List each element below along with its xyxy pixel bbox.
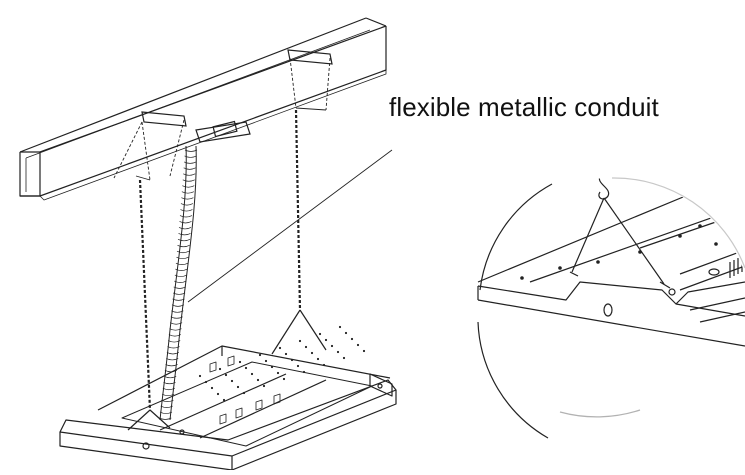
conduit-rib <box>163 381 176 385</box>
conduit-rib <box>175 268 188 271</box>
conduit-rib <box>168 340 181 343</box>
conduit-rib <box>168 334 182 337</box>
vent-hole <box>356 343 360 347</box>
conduit-rib <box>181 191 195 194</box>
vent-hole <box>210 386 214 390</box>
conduit-rib <box>165 364 178 367</box>
conduit-rib <box>180 209 193 212</box>
conduit-rib <box>167 346 180 349</box>
flexible-conduit <box>159 145 198 421</box>
vent-hole <box>244 366 248 370</box>
vent-hole <box>318 332 322 336</box>
vent-hole <box>242 391 246 395</box>
conduit-rib <box>175 262 189 266</box>
conduit-rib <box>176 256 189 260</box>
conduit-rib <box>174 280 187 283</box>
vent-hole <box>282 377 286 381</box>
light-fixture <box>59 345 397 471</box>
conduit-rib <box>182 185 195 188</box>
vent-hole <box>336 350 340 354</box>
vent-hole <box>270 365 274 369</box>
vent-hole <box>302 370 306 374</box>
conduit-rib <box>183 173 196 176</box>
vent-hole <box>362 349 366 353</box>
conduit-rib <box>181 197 194 200</box>
conduit-rib <box>171 310 184 313</box>
conduit-rib <box>182 179 195 182</box>
conduit-rib <box>173 286 186 289</box>
rail-clamps <box>141 49 333 143</box>
detail-circle <box>477 177 745 439</box>
vent-hole <box>350 337 354 341</box>
vent-hole <box>238 360 242 364</box>
vent-hole <box>204 380 208 384</box>
vent-hole <box>316 357 320 361</box>
conduit-rib <box>177 239 191 242</box>
vent-hole <box>278 346 282 350</box>
vent-hole <box>298 339 302 343</box>
vent-hole <box>222 398 226 402</box>
conduit-rib <box>160 405 173 408</box>
conduit-rib <box>172 298 185 301</box>
vent-hole <box>198 374 202 378</box>
callout-label: flexible metallic conduit <box>389 92 659 122</box>
conduit-rib <box>170 316 183 319</box>
vent-hole <box>236 385 240 389</box>
conduit-rib <box>169 328 182 331</box>
vent-hole <box>322 363 326 367</box>
conduit-rib <box>161 393 175 397</box>
conduit-rib <box>169 322 183 325</box>
conduit-rib <box>178 233 191 236</box>
conduit-rib <box>166 358 179 361</box>
vent-hole <box>344 331 348 335</box>
conduit-rib <box>179 221 192 224</box>
ceiling-rail <box>19 17 387 201</box>
vent-hole <box>310 351 314 355</box>
conduit-rib <box>172 292 186 295</box>
vent-hole <box>218 367 222 371</box>
conduit-rib <box>183 167 196 170</box>
conduit-rib <box>159 417 172 420</box>
vent-hole <box>304 345 308 349</box>
conduit-rib <box>177 244 190 248</box>
conduit-rib <box>171 304 185 307</box>
vent-hole <box>264 359 268 363</box>
conduit-rib <box>174 274 187 277</box>
vent-hole <box>276 371 280 375</box>
conduit-rib <box>164 375 177 379</box>
vent-hole <box>230 379 234 383</box>
conduit-rib <box>176 250 190 254</box>
conduit-rib <box>183 161 197 164</box>
callout-leader <box>187 149 393 303</box>
conduit-rib <box>166 352 180 355</box>
conduit-rib <box>178 227 192 230</box>
vent-hole <box>338 325 342 329</box>
vent-hole <box>296 364 300 368</box>
vent-hole <box>290 358 294 362</box>
conduit-rib <box>179 215 193 218</box>
vent-hole <box>324 338 328 342</box>
vent-hole <box>250 372 254 376</box>
vent-hole <box>284 352 288 356</box>
vent-hole <box>258 353 262 357</box>
vent-hole <box>256 378 260 382</box>
conduit-rib <box>184 149 198 152</box>
vent-hole <box>216 392 220 396</box>
conduit-rib <box>180 203 194 206</box>
conduit-rib <box>184 155 197 158</box>
vent-hole <box>262 384 266 388</box>
conduit-rib <box>162 387 175 391</box>
conduit-rib <box>159 411 173 414</box>
vent-hole <box>342 356 346 360</box>
vent-hole <box>224 373 228 377</box>
fixture-vent-holes <box>198 325 366 402</box>
vent-hole <box>330 344 334 348</box>
